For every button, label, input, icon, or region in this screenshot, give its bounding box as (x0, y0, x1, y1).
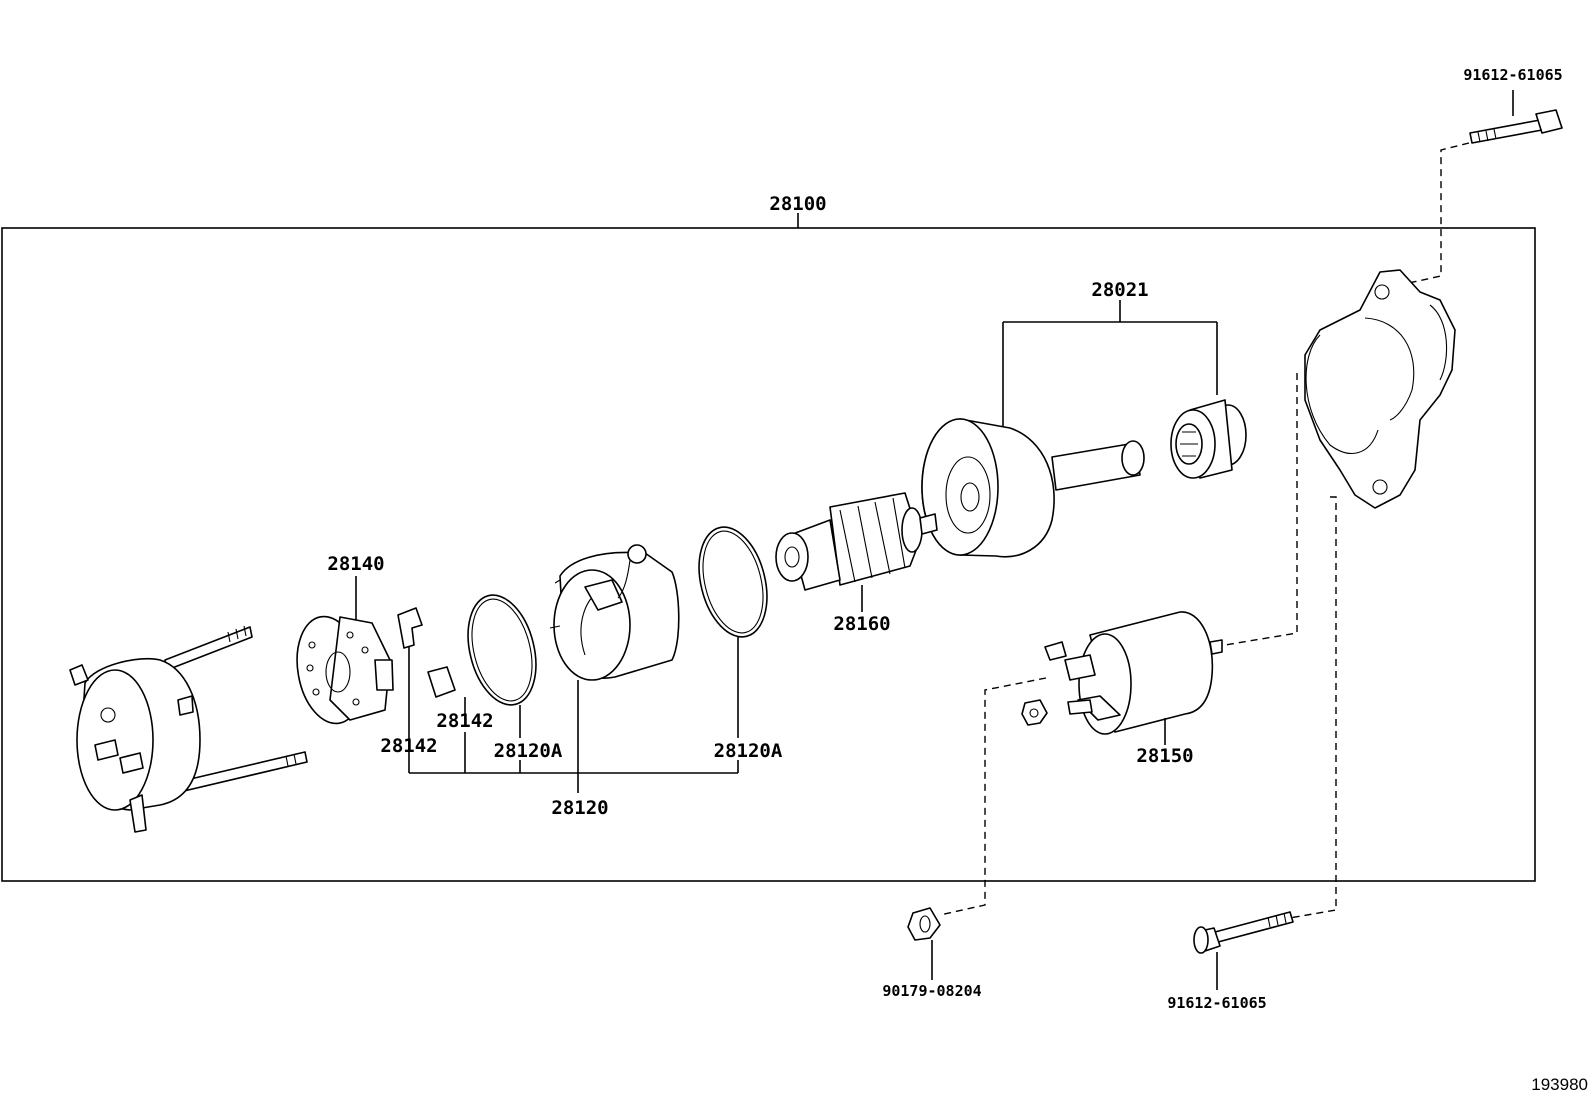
label-armature[interactable]: 28160 (833, 613, 890, 635)
label-assembly[interactable]: 28100 (769, 193, 826, 215)
o-ring-right-part[interactable] (688, 520, 777, 738)
field-frame-part[interactable] (549, 544, 680, 793)
diagram-reference-number: 193980 (1531, 1075, 1588, 1094)
brush-spring-1-part[interactable] (397, 607, 423, 649)
label-o-ring-left[interactable]: 28120A (494, 740, 563, 762)
label-brush-spring-1[interactable]: 28142 (380, 735, 437, 757)
label-bolt-bottom[interactable]: 91612-61065 (1167, 994, 1266, 1012)
label-bolt-top[interactable]: 91612-61065 (1463, 66, 1562, 84)
solenoid-nut-part[interactable] (1021, 699, 1048, 726)
field-frame-bracket (408, 635, 739, 774)
brush-spring-2-part[interactable] (427, 666, 466, 714)
nut-part[interactable] (907, 907, 941, 980)
o-ring-left-part[interactable] (457, 588, 546, 738)
brush-holder-part[interactable] (289, 576, 394, 729)
end-frame-part[interactable] (69, 625, 308, 833)
solenoid-part[interactable] (1044, 611, 1223, 745)
clutch-bracket (1002, 300, 1218, 428)
armature-part[interactable] (775, 492, 938, 612)
label-brush-holder[interactable]: 28140 (327, 553, 384, 575)
bolt-top-part[interactable] (1394, 90, 1563, 287)
label-field-frame[interactable]: 28120 (551, 797, 608, 819)
label-solenoid[interactable]: 28150 (1136, 745, 1193, 767)
drive-housing-part[interactable] (1304, 269, 1456, 509)
label-brush-spring-2[interactable]: 28142 (436, 710, 493, 732)
label-nut[interactable]: 90179-08204 (882, 982, 981, 1000)
label-o-ring-right[interactable]: 28120A (714, 740, 783, 762)
bolt-bottom-part[interactable] (1193, 911, 1294, 990)
label-clutch-set[interactable]: 28021 (1091, 279, 1148, 301)
clutch-gear-part[interactable] (921, 418, 1145, 558)
assembly-frame (1, 227, 1536, 882)
clutch-pinion-part[interactable] (1170, 399, 1247, 479)
